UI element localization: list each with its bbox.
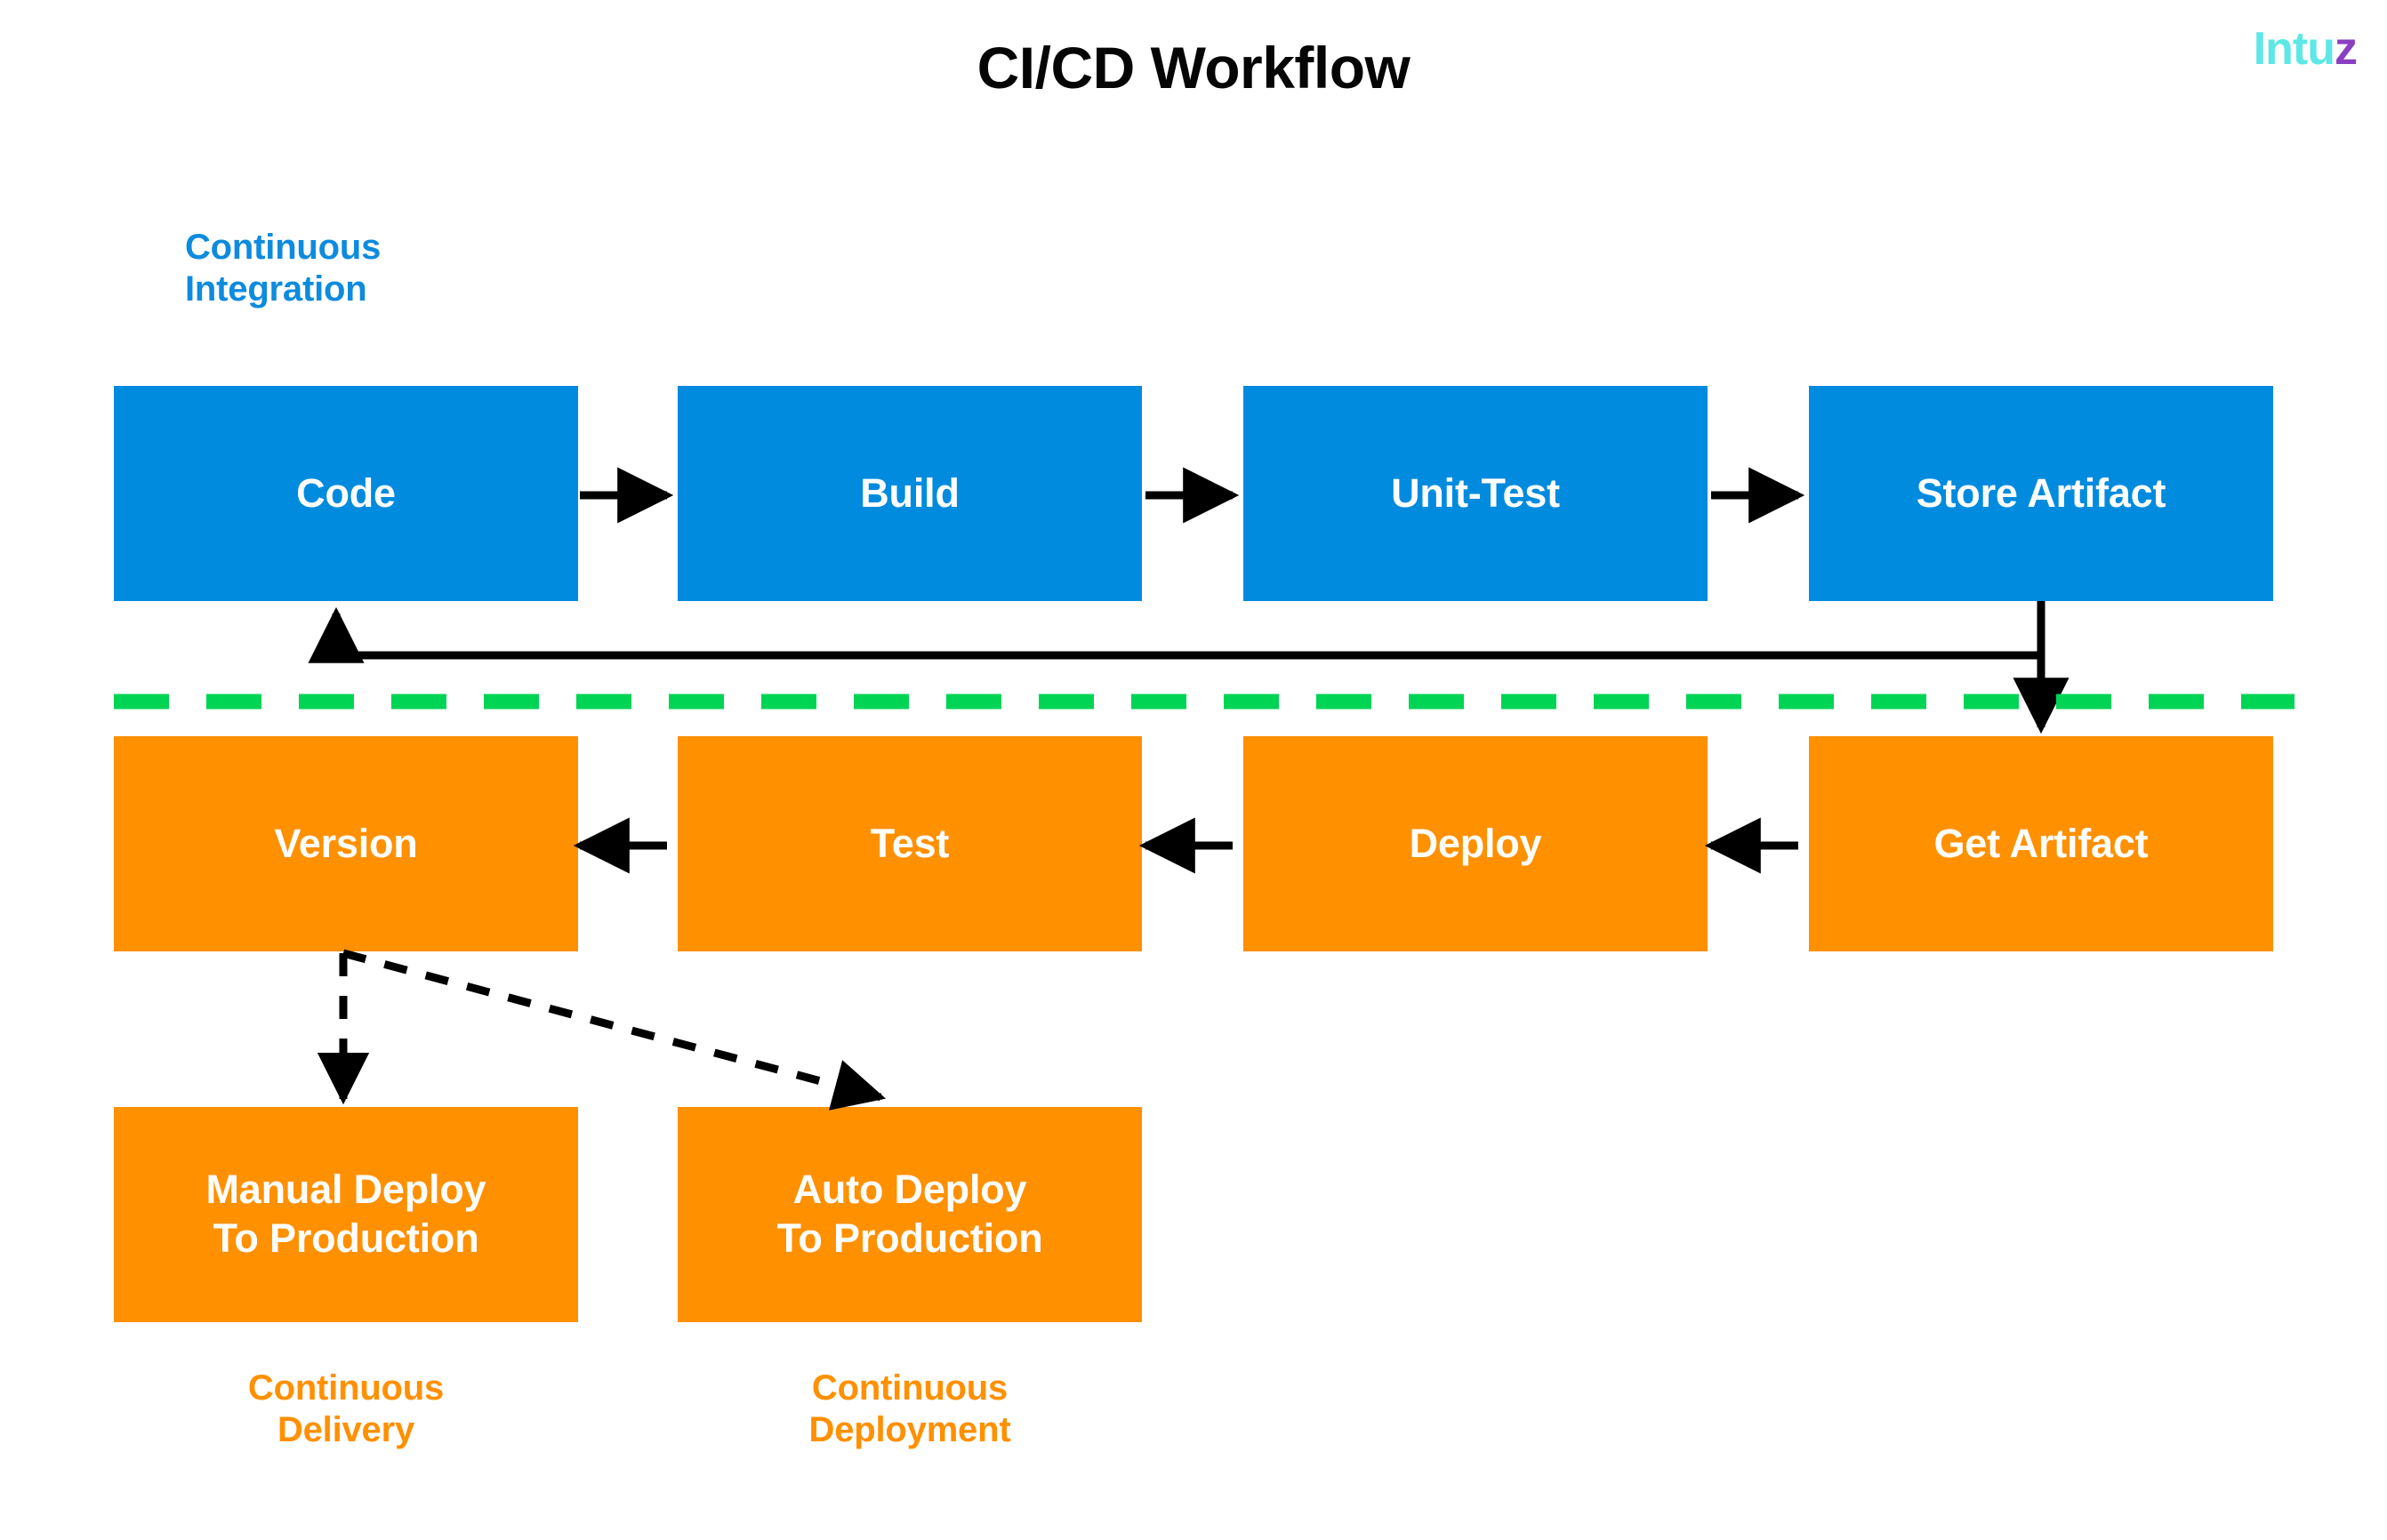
stage-box-deploy[interactable]: Deploy (1243, 736, 1708, 951)
stage-box-test[interactable]: Test (678, 736, 1142, 951)
stage-box-auto-deploy-to-production[interactable]: Auto Deploy To Production (678, 1107, 1142, 1322)
logo-text-accent: z (2335, 23, 2358, 75)
caption-ci-line2: Integration (185, 269, 367, 309)
caption-continuous-delivery: Continuous Delivery (114, 1368, 578, 1451)
stage-box-manual-deploy-to-production[interactable]: Manual Deploy To Production (114, 1107, 578, 1322)
stage-box-build[interactable]: Build (678, 386, 1142, 601)
auto-deploy-label-line1: Auto Deploy (792, 1167, 1027, 1213)
stage-box-code[interactable]: Code (114, 386, 578, 601)
caption-continuous-integration: Continuous Integration (185, 227, 559, 310)
caption-cdeployment-line2: Deployment (808, 1410, 1011, 1450)
page-title: CI/CD Workflow (976, 35, 1410, 100)
stage-box-version[interactable]: Version (114, 736, 578, 951)
stage-box-unit-test[interactable]: Unit-Test (1243, 386, 1708, 601)
stage-box-get-artifact[interactable]: Get Artifact (1809, 736, 2273, 951)
arrow-version-to-auto-deploy (342, 949, 887, 1111)
auto-deploy-label-line2: To Production (776, 1215, 1043, 1261)
stage-box-store-artifact[interactable]: Store Artifact (1809, 386, 2273, 601)
arrow-feedback-to-code (308, 606, 2041, 663)
caption-cdeployment-line1: Continuous (811, 1368, 1009, 1408)
caption-ci-line1: Continuous (185, 228, 382, 267)
manual-deploy-label-line2: To Production (213, 1215, 479, 1261)
caption-cdelivery-line1: Continuous (247, 1368, 445, 1408)
caption-continuous-deployment: Continuous Deployment (678, 1368, 1142, 1451)
intuz-logo: Intuz (2161, 18, 2358, 80)
caption-cdelivery-line2: Delivery (277, 1410, 415, 1450)
logo-text-primary: Intu (2253, 23, 2335, 75)
manual-deploy-label-line1: Manual Deploy (205, 1167, 486, 1213)
